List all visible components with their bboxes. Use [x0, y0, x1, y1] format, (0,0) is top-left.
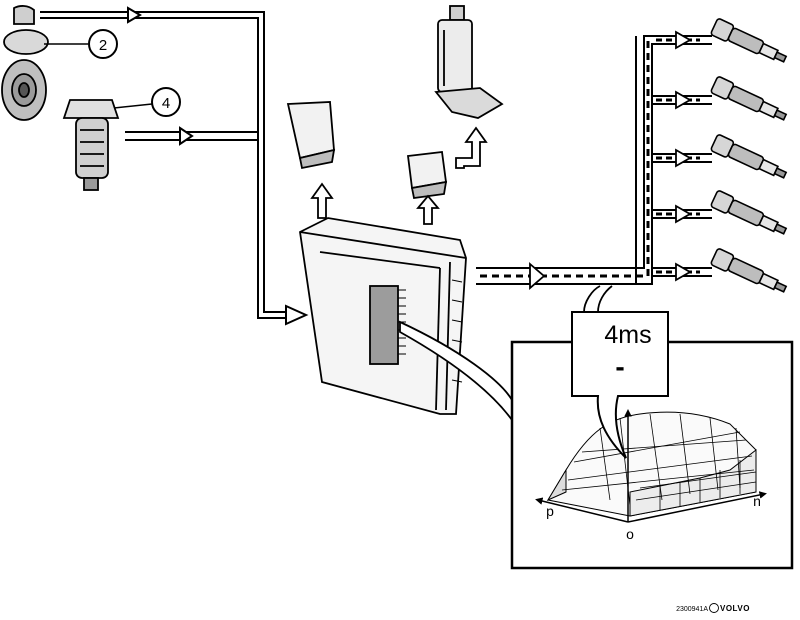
fuel-injector-5 [710, 248, 788, 293]
control-module [299, 217, 467, 415]
map-axes [535, 409, 767, 523]
fuel-pump [434, 5, 504, 119]
engine-map-inset: p n o 4ms - [510, 285, 794, 570]
callout-2: 2 [88, 29, 118, 59]
injection-time-sign: - [615, 351, 624, 382]
fuel-injector-4 [710, 190, 788, 235]
relay-left-arrow [310, 182, 334, 219]
injection-time-value: 4ms [604, 321, 651, 349]
callout-4-leader [113, 103, 153, 109]
map-surface [546, 411, 757, 517]
axis-label-p: p [546, 503, 554, 519]
callout-4: 4 [151, 87, 181, 117]
figure-code: 2300941A [676, 606, 708, 613]
injection-output-line [476, 30, 712, 290]
injection-time-callout: 4ms - [571, 285, 669, 459]
relay-right-arrow [416, 194, 440, 225]
figure-footer: 2300941A VOLVO [676, 603, 750, 613]
axis-label-n: n [753, 493, 761, 509]
callout-4-number: 4 [162, 95, 170, 112]
fuel-injector-2 [710, 76, 788, 121]
sensor-signal-line [40, 6, 309, 326]
fuel-pump-arrow [455, 126, 488, 169]
fuel-injector-1 [710, 18, 788, 63]
brand-wordmark: VOLVO [720, 604, 750, 613]
air-temperature-sensor [1, 5, 49, 121]
relay-right [406, 151, 448, 200]
volvo-logo-icon [709, 603, 719, 613]
mass-air-flow-sensor [62, 99, 120, 191]
relay-left [286, 101, 336, 170]
axis-label-origin: o [626, 526, 634, 542]
callout-2-number: 2 [99, 37, 107, 54]
fuel-injector-3 [710, 134, 788, 179]
